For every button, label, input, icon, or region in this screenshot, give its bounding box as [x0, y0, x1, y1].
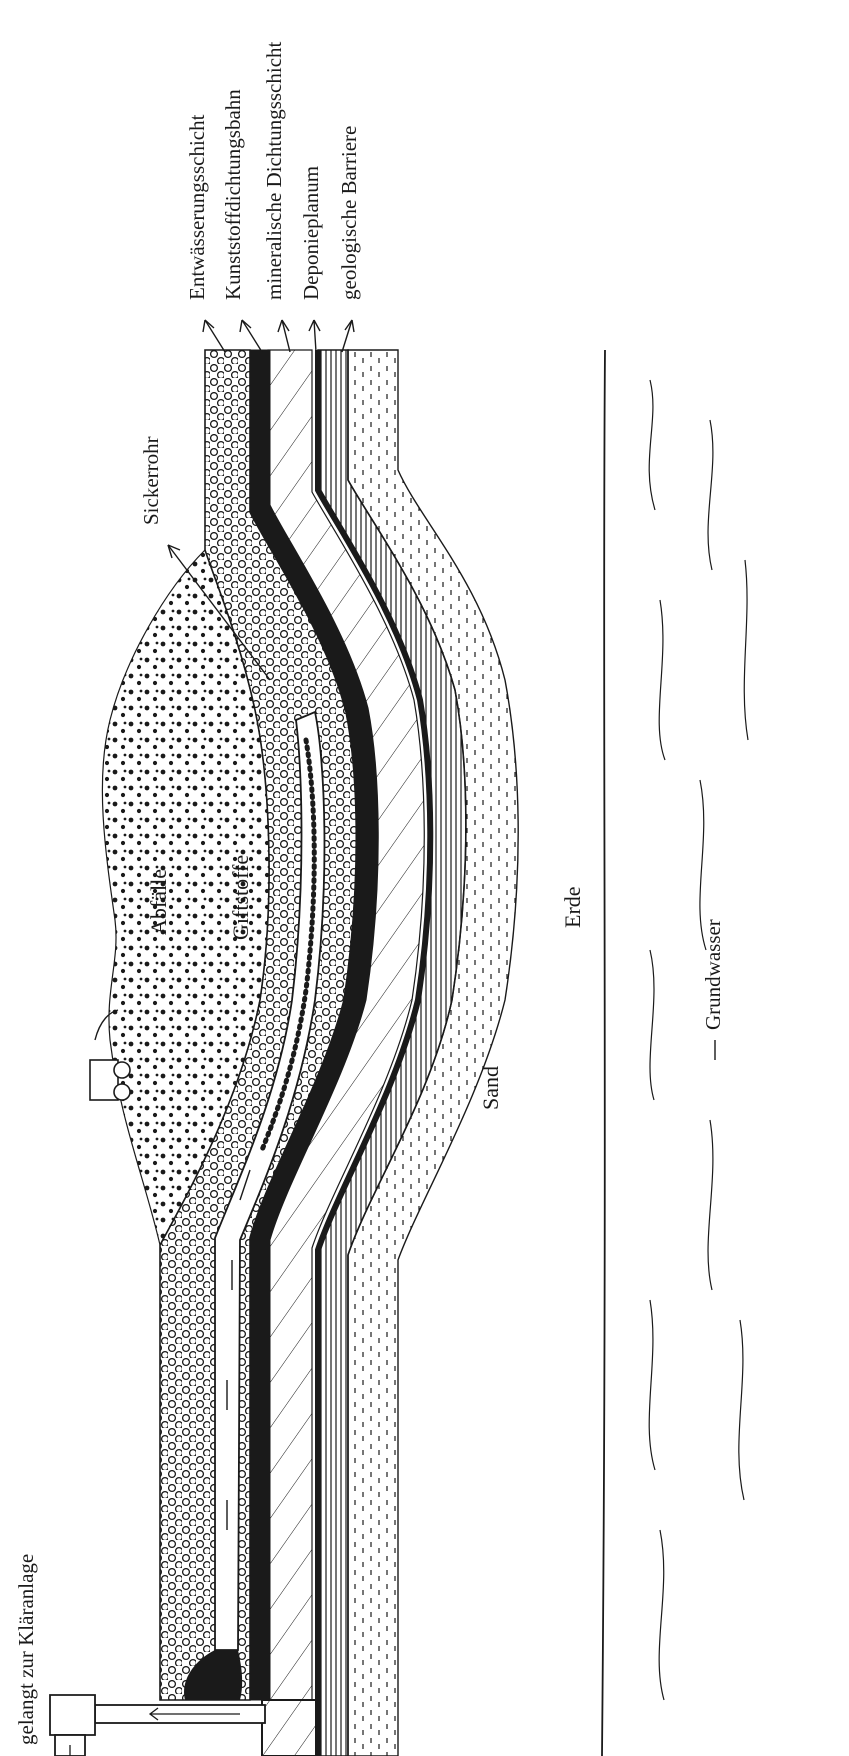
label-grundwasser: Grundwasser [701, 919, 725, 1030]
label-erde: Erde [560, 886, 585, 928]
label-mineralische-dichtungsschicht: mineralische Dichtungsschicht [262, 41, 286, 300]
collection-shaft [262, 1700, 318, 1756]
label-kunststoffdichtungsbahn: Kunststoffdichtungsbahn [221, 89, 245, 300]
label-sand: Sand [478, 1066, 503, 1110]
label-klaeranlage: gelangt zur Kläranlage [14, 1554, 38, 1745]
label-giftstoffe: Giftstoffe [228, 855, 253, 940]
discharge-pipe-elbow [50, 1695, 95, 1735]
label-entwaesserungsschicht: Entwässerungsschicht [185, 114, 209, 300]
label-sickerrohr: Sickerrohr [139, 436, 163, 525]
groundwater-waves [649, 380, 748, 1700]
label-abfaelle: Abfälle [146, 869, 171, 935]
label-geologische-barriere: geologische Barriere [337, 126, 361, 300]
label-deponieplanum: Deponieplanum [299, 166, 323, 300]
groundwater-boundary-line [602, 350, 605, 1756]
